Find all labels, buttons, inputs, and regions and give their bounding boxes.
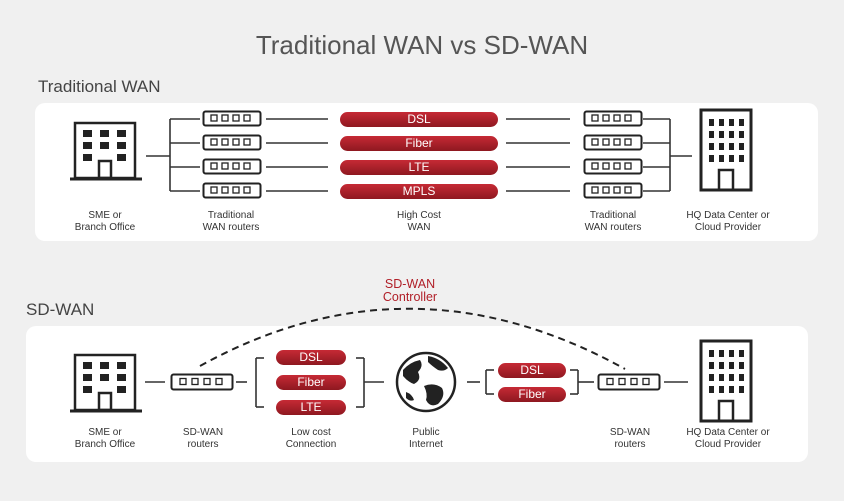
- caption-sd-wan-routers-left: SD-WAN routers: [182, 427, 224, 450]
- link-pill-lte: LTE: [276, 400, 346, 415]
- caption-branch-office: SME or Branch Office: [74, 427, 136, 450]
- router-icon: [202, 158, 262, 175]
- router-icon: [170, 373, 234, 391]
- sd-wan-controller-label: SD-WAN Controller: [382, 277, 438, 304]
- skyscraper-icon: [699, 339, 753, 423]
- link-pill-fiber: Fiber: [498, 387, 566, 402]
- caption-public-internet: Public Internet: [409, 427, 443, 450]
- caption-low-cost-connection: Low cost Connection: [285, 427, 337, 450]
- caption-hq-data-center: HQ Data Center or Cloud Provider: [686, 210, 770, 233]
- skyscraper-icon: [699, 108, 753, 192]
- caption-traditional-routers-right: Traditional WAN routers: [584, 210, 642, 233]
- caption-branch-office: SME or Branch Office: [74, 210, 136, 233]
- link-pill-fiber: Fiber: [276, 375, 346, 390]
- router-icon: [583, 134, 643, 151]
- router-icon: [202, 182, 262, 199]
- section-title-traditional-wan: Traditional WAN: [38, 77, 161, 96]
- router-icon: [202, 110, 262, 127]
- caption-hq-data-center: HQ Data Center or Cloud Provider: [686, 427, 770, 450]
- link-pill-dsl: DSL: [498, 363, 566, 378]
- link-pill-fiber: Fiber: [340, 136, 498, 151]
- link-pill-lte: LTE: [340, 160, 498, 175]
- link-pill-dsl: DSL: [276, 350, 346, 365]
- link-pill-dsl: DSL: [340, 112, 498, 127]
- router-icon: [583, 182, 643, 199]
- router-icon: [583, 110, 643, 127]
- globe-icon: [395, 351, 457, 413]
- link-pill-mpls: MPLS: [340, 184, 498, 199]
- office-building-icon: [70, 121, 142, 181]
- router-icon: [583, 158, 643, 175]
- router-icon: [202, 134, 262, 151]
- caption-traditional-routers-left: Traditional WAN routers: [202, 210, 260, 233]
- router-icon: [597, 373, 661, 391]
- office-building-icon: [70, 353, 142, 413]
- section-title-sd-wan: SD-WAN: [26, 300, 95, 319]
- diagram-title: Traditional WAN vs SD-WAN: [255, 30, 589, 60]
- caption-high-cost-wan: High Cost WAN: [397, 210, 441, 233]
- caption-sd-wan-routers-right: SD-WAN routers: [609, 427, 651, 450]
